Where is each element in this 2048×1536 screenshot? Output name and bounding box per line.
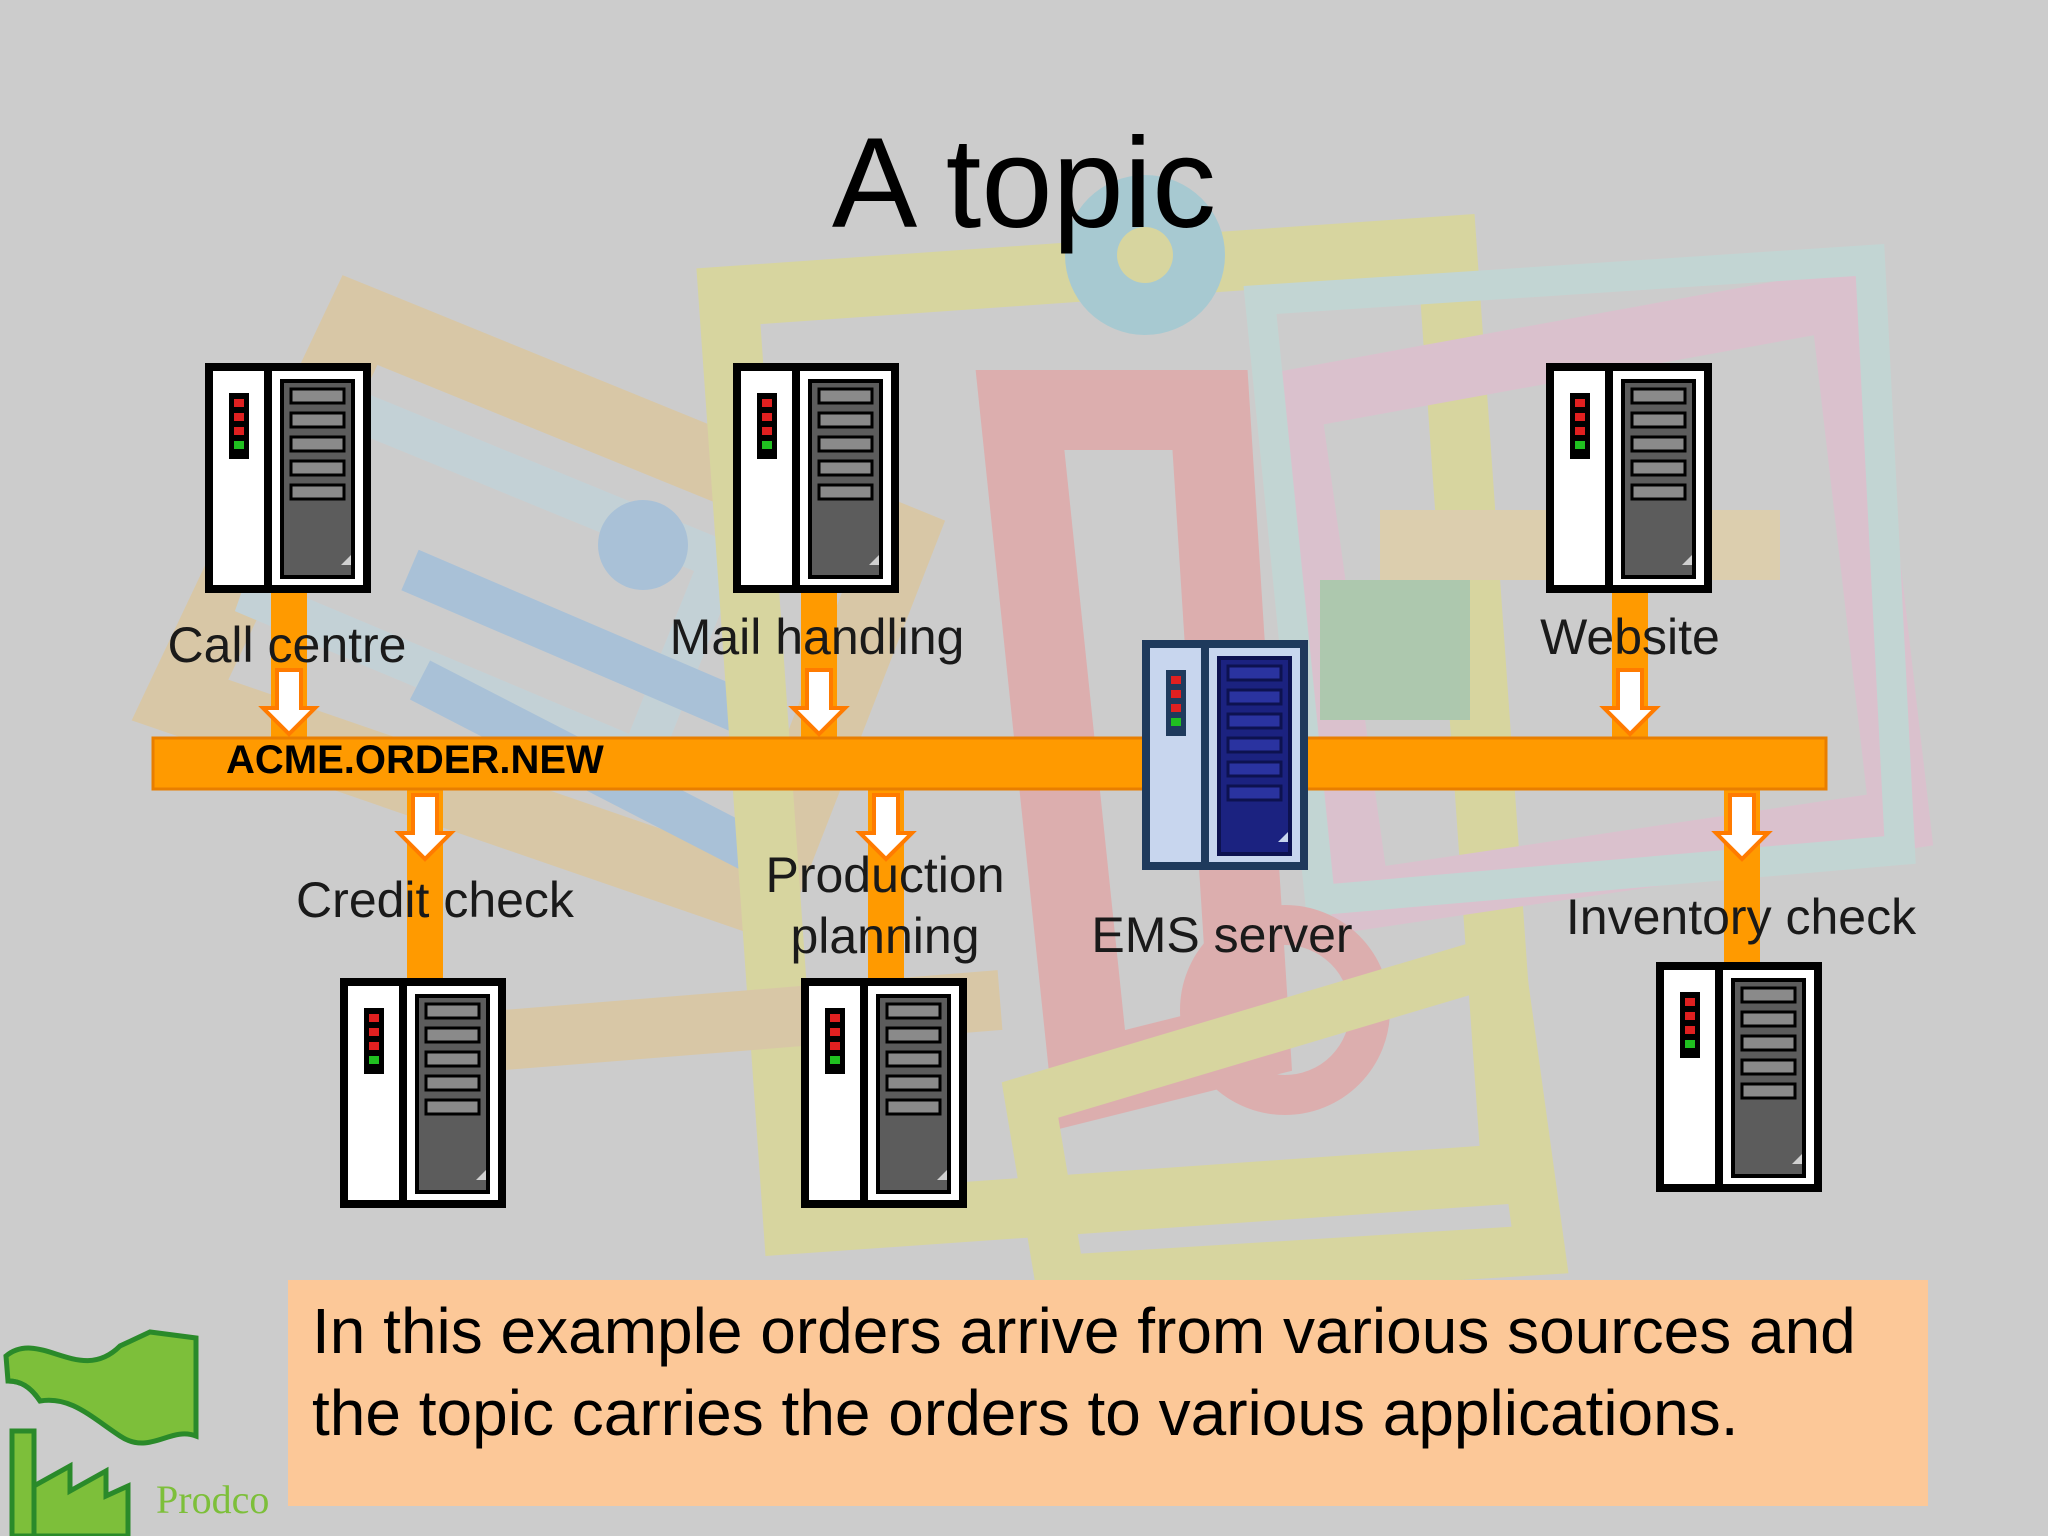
- server-production-planning-icon: [799, 976, 969, 1210]
- label-mail-handling: Mail handling: [669, 609, 965, 665]
- label-production-planning-line2: planning: [790, 908, 980, 964]
- server-mail-handling-icon: [731, 361, 901, 595]
- label-inventory-check: Inventory check: [1565, 889, 1917, 945]
- logo-text: Prodco: [156, 1477, 270, 1522]
- ems-server-icon: [1140, 638, 1310, 872]
- server-credit-check-icon: [338, 976, 508, 1210]
- label-website: Website: [1540, 609, 1720, 665]
- arrow-inventory-check-icon: [1714, 793, 1770, 861]
- arrow-mail-handling-icon: [791, 668, 847, 736]
- caption-box: [288, 1280, 1928, 1506]
- topic-bar: [151, 736, 1828, 791]
- slide-title: A topic: [831, 112, 1217, 255]
- label-ems-server: EMS server: [1091, 907, 1353, 963]
- server-call-centre-icon: [203, 361, 373, 595]
- label-production-planning-line1: Production: [765, 847, 1005, 903]
- arrow-website-icon: [1602, 668, 1658, 736]
- label-production-planning: Production planning: [765, 845, 1004, 967]
- server-inventory-check-icon: [1654, 960, 1824, 1194]
- server-website-icon: [1544, 361, 1714, 595]
- label-call-centre: Call centre: [167, 617, 407, 673]
- caption-text: In this example orders arrive from vario…: [312, 1295, 1856, 1449]
- factory-flag-logo-icon: [3, 1329, 199, 1536]
- arrow-call-centre-icon: [261, 668, 317, 736]
- arrow-credit-check-icon: [397, 793, 453, 861]
- topic-name: ACME.ORDER.NEW: [226, 738, 604, 782]
- label-credit-check: Credit check: [296, 872, 574, 928]
